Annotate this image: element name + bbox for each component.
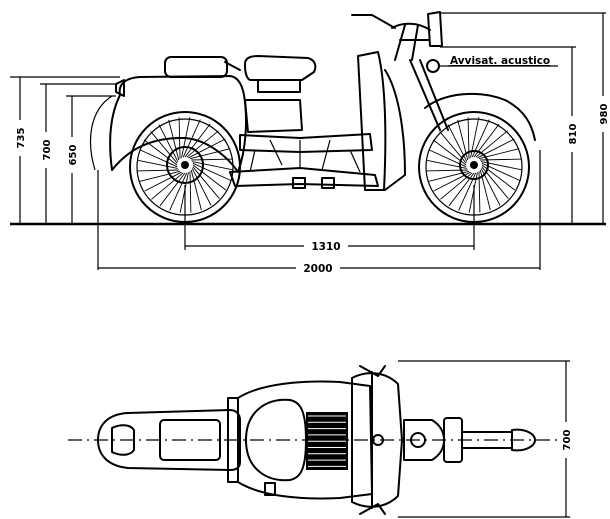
horn-annotation: Avvisat. acustico: [450, 55, 550, 67]
battery-box: [244, 99, 303, 133]
spoke: [189, 148, 231, 160]
spoke: [139, 149, 178, 168]
seat-support: [257, 79, 301, 93]
spoke: [144, 171, 182, 192]
handlebar: [351, 14, 396, 29]
spoke: [192, 164, 227, 191]
top-headlamp: [511, 428, 536, 452]
leg-shield: [357, 51, 387, 191]
top-rear-seat: [159, 419, 221, 461]
floor-mat-grooves: [308, 415, 346, 467]
steering-column: [394, 24, 419, 61]
spoke: [151, 172, 184, 200]
side-view-dimensions: 735 700 650 810 980 Avvisat. acustico: [10, 12, 610, 275]
front-fender: [424, 92, 536, 141]
side-view: 735 700 650 810 980 Avvisat. acustico: [10, 11, 610, 275]
dim-810: 810: [568, 124, 579, 145]
spoke: [150, 131, 178, 164]
spoke: [190, 169, 202, 211]
spoke: [192, 162, 231, 181]
spoke: [137, 159, 178, 169]
rear-fender-edge: [89, 95, 113, 171]
rear-seat: [164, 56, 228, 78]
spoke: [188, 138, 226, 159]
horn: [426, 59, 440, 73]
top-tail-light: [111, 424, 135, 456]
dim-735: 735: [16, 128, 27, 149]
front-wheel: [418, 111, 530, 223]
dim-1310: 1310: [311, 241, 340, 253]
dim-700-height: 700: [42, 140, 53, 161]
spoke: [158, 124, 179, 162]
spoke: [192, 166, 220, 199]
top-leg-shield: [351, 372, 403, 508]
spoke: [169, 172, 188, 211]
top-view: 700: [68, 360, 573, 518]
spoke: [179, 172, 189, 213]
frame-bracket-2: [321, 177, 335, 189]
spoke: [192, 161, 233, 171]
spoke: [191, 168, 212, 206]
headlamp: [427, 11, 443, 47]
dim-980: 980: [599, 104, 610, 125]
spoke: [139, 170, 181, 182]
top-front-hub: [410, 432, 426, 448]
spoke: [189, 171, 192, 213]
spoke: [168, 119, 180, 161]
frame: [239, 133, 373, 153]
dim-650: 650: [68, 145, 79, 166]
front-fork: [409, 59, 449, 131]
spoke: [159, 172, 186, 207]
spoke: [137, 169, 179, 172]
top-view-dimensions: 700: [398, 360, 573, 518]
handlebar-cross: [391, 22, 431, 31]
top-handlebar: [359, 365, 386, 515]
spoke: [191, 158, 233, 161]
dim-2000: 2000: [303, 263, 332, 275]
top-footrest: [264, 482, 276, 496]
spoke: [143, 139, 178, 166]
rear-wheel-spokes: [137, 117, 233, 213]
spoke: [186, 130, 219, 158]
front-seat: [244, 55, 317, 81]
tail-light: [115, 79, 125, 97]
dim-700-width: 700: [562, 430, 573, 451]
frame-bracket-1: [292, 177, 306, 189]
